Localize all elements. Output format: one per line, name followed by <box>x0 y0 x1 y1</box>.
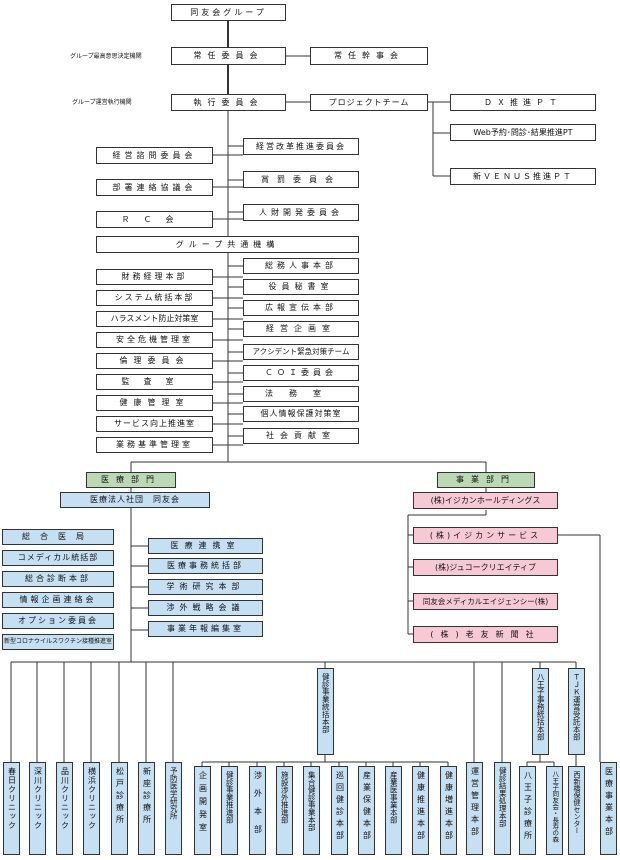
group-top: 同友会グループ <box>171 4 286 21</box>
med-left-6: 新型コロナウイルスワクチン接種推進室 <box>2 634 114 650</box>
pt-venus: 新ＶＥＮＵＳ推進ＰＴ <box>450 168 596 185</box>
clinic-1: 春日クリニック <box>3 762 20 855</box>
med-right-4: 渉外戦略会議 <box>148 600 263 616</box>
right-org-3: 広報宣伝本部 <box>243 300 359 316</box>
left-org-2: システム統括本部 <box>96 290 213 306</box>
right-org-4: 経営企画室 <box>243 321 359 337</box>
right-committee-1: 経営改革推進委員会 <box>243 138 359 155</box>
clinic-5: 松戸診療所 <box>111 762 128 855</box>
med-right-5: 事業年報編集室 <box>148 621 263 637</box>
clinic-6: 新座診療所 <box>138 762 155 855</box>
standing-secretary: 常任幹事会 <box>310 47 428 65</box>
pt-web: Web予約･問診･結果推進PT <box>450 124 596 141</box>
right-org-6: ＣＯＩ委員会 <box>243 365 359 381</box>
left-org-5: 倫理委員会 <box>96 353 213 369</box>
clinic-3: 品川クリニック <box>56 762 73 855</box>
kenshin-unit-10: 健康増進本部 <box>440 766 457 855</box>
business-company-2: (株)イジカンサービス <box>413 527 558 544</box>
project-team: プロジェクトチーム <box>310 94 428 111</box>
hachioji-unit-2: 八王子同友会・長寿の森 <box>546 766 563 855</box>
standing-committee: 常任委員会 <box>171 47 286 65</box>
kenshin-hq: 健診事業統括本部 <box>317 668 334 755</box>
med-left-4: 情報企画連絡会 <box>2 592 114 608</box>
left-org-7: 健康管理室 <box>96 395 213 411</box>
kenshin-unit-6: 巡回健診本部 <box>331 766 348 855</box>
left-org-1: 財務経理本部 <box>96 269 213 285</box>
med-left-2: コメディカル統括部 <box>2 550 114 566</box>
kenshin-unit-11: 運営管理本部 <box>466 762 483 855</box>
kenshin-unit-8: 産業医事業本部 <box>385 766 402 855</box>
business-company-3: (株)ジュコークリエイティブ <box>413 559 558 576</box>
right-org-2: 役員秘書室 <box>243 279 359 295</box>
clinic-2: 深川クリニック <box>29 762 46 855</box>
right-org-9: 社会貢献室 <box>243 428 359 444</box>
business-company-1: (株)イジカンホールディングス <box>413 492 558 509</box>
kenshin-unit-9: 健康推進本部 <box>412 766 429 855</box>
left-org-8: サービス向上推進室 <box>96 416 213 432</box>
tjk-unit-1: 西新橋保健センター <box>568 766 585 855</box>
kenshin-unit-4: 施設渉外推進部 <box>276 766 293 855</box>
common-organization: グループ共通機構 <box>96 236 359 253</box>
right-committee-2: 賞罰委員会 <box>243 171 359 188</box>
right-org-7: 法務室 <box>243 386 359 402</box>
clinic-7: 予防医学研究所 <box>165 762 182 855</box>
med-left-3: 総合診断本部 <box>2 571 114 587</box>
left-committee-2: 部署連絡協議会 <box>96 179 213 196</box>
tjk-hq: ＴＪＫ運営受託本部 <box>568 668 585 755</box>
right-org-8: 個人情報保護対策室 <box>243 406 359 422</box>
hachioji-hq: 八王子事務統括本部 <box>532 668 549 755</box>
right-org-5: アクシデント緊急対策チーム <box>243 344 359 360</box>
business-company-4: 同友会メディカルエイジェンシー(株) <box>413 593 558 610</box>
decision-label: グループ最高意思決定機関 <box>70 53 142 60</box>
business-company-5: (株)老友新聞社 <box>413 626 558 643</box>
medical-division: 医療部門 <box>86 472 176 488</box>
kenshin-unit-12: 健診結果処理本部 <box>494 762 511 855</box>
med-left-5: オプション委員会 <box>2 613 114 629</box>
right-org-1: 総務人事本部 <box>243 258 359 274</box>
kenshin-unit-7: 産業保健本部 <box>358 766 375 855</box>
medical-business-hq: 医療事業本部 <box>600 762 617 855</box>
kenshin-unit-1: 企画開発室 <box>194 766 211 855</box>
left-org-4: 安全危機管理室 <box>96 332 213 348</box>
kenshin-unit-2: 健診事業推進部 <box>221 766 238 855</box>
med-right-2: 医療事務統括部 <box>148 558 263 574</box>
left-org-3: ハラスメント防止対策室 <box>96 311 213 327</box>
left-org-6: 監査室 <box>96 374 213 390</box>
medical-corporation: 医療法人社団 同友会 <box>60 492 210 508</box>
left-committee-1: 経営諮問委員会 <box>96 147 213 164</box>
pt-dx: ＤＸ推進ＰＴ <box>450 94 596 111</box>
exec-label: グループ運営執行機関 <box>72 99 132 106</box>
hachioji-unit-1: 八王子診療所 <box>519 766 536 855</box>
executive-committee: 執行委員会 <box>171 94 286 111</box>
clinic-4: 横浜クリニック <box>83 762 100 855</box>
left-org-9: 業務基準管理室 <box>96 437 213 453</box>
med-right-3: 学術研究本部 <box>148 579 263 595</box>
kenshin-unit-5: 集合健診事業本部 <box>303 766 320 855</box>
kenshin-unit-3: 渉外本部 <box>249 766 266 855</box>
left-committee-3: ＲＣ会 <box>96 211 213 228</box>
business-division: 事業部門 <box>437 472 535 488</box>
right-committee-3: 人財開発委員会 <box>243 204 359 221</box>
med-right-1: 医療連携室 <box>148 538 263 554</box>
med-left-1: 総合医局 <box>2 529 114 545</box>
